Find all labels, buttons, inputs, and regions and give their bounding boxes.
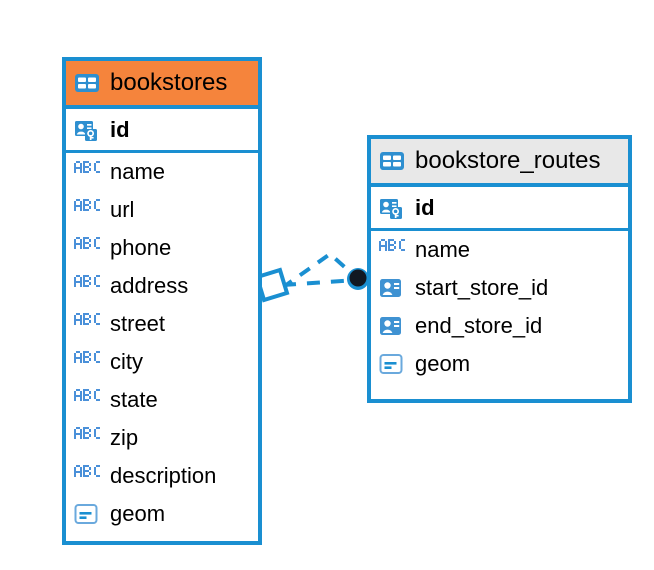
field-row-start-store-id[interactable]: start_store_id (371, 269, 628, 307)
text-abc-icon (379, 239, 405, 261)
field-row-zip[interactable]: zip (66, 419, 258, 457)
field-row-phone[interactable]: phone (66, 229, 258, 267)
table-icon (379, 150, 405, 172)
text-abc-icon (74, 237, 100, 259)
field-label: id (110, 116, 130, 142)
filled-circle-marker (349, 269, 367, 287)
entity-title: bookstore_routes (415, 147, 601, 174)
field-row-id[interactable]: id (66, 109, 258, 153)
field-label: url (110, 197, 135, 222)
field-label: street (110, 311, 166, 336)
field-row-geom[interactable]: geom (371, 345, 628, 383)
field-label: name (415, 237, 471, 262)
primary-key-icon (379, 197, 405, 219)
table-icon (74, 72, 100, 94)
field-label: description (110, 463, 217, 488)
geometry-icon (74, 503, 100, 525)
foreign-key-icon (379, 315, 405, 337)
field-label: name (110, 159, 166, 184)
field-label: geom (415, 351, 471, 376)
field-label: state (110, 387, 158, 412)
field-row-state[interactable]: state (66, 381, 258, 419)
field-label: end_store_id (415, 313, 543, 338)
text-abc-icon (74, 275, 100, 297)
geometry-icon (379, 353, 405, 375)
field-row-end-store-id[interactable]: end_store_id (371, 307, 628, 345)
field-row-id[interactable]: id (371, 187, 628, 231)
field-row-address[interactable]: address (66, 267, 258, 305)
entity-title: bookstores (110, 69, 228, 96)
field-label: city (110, 349, 143, 374)
primary-key-icon (74, 119, 100, 141)
relationship-line-lower (282, 278, 357, 287)
text-abc-icon (74, 161, 100, 183)
field-label: phone (110, 235, 172, 260)
text-abc-icon (74, 351, 100, 373)
entity-header[interactable]: bookstores (66, 61, 258, 109)
entity-table-bookstore-routes[interactable]: bookstore_routes id (367, 135, 632, 403)
entity-header[interactable]: bookstore_routes (371, 139, 628, 187)
text-abc-icon (74, 465, 100, 487)
entity-table-bookstores[interactable]: bookstores id (62, 57, 262, 545)
relationship-line-upper (280, 251, 360, 290)
field-row-description[interactable]: description (66, 457, 258, 495)
field-row-city[interactable]: city (66, 343, 258, 381)
text-abc-icon (74, 389, 100, 411)
field-row-name[interactable]: name (371, 231, 628, 269)
field-row-street[interactable]: street (66, 305, 258, 343)
field-row-geom[interactable]: geom (66, 495, 258, 533)
field-row-url[interactable]: url (66, 191, 258, 229)
field-row-name[interactable]: name (66, 153, 258, 191)
field-label: start_store_id (415, 275, 549, 300)
text-abc-icon (74, 313, 100, 335)
filled-circle-marker-ring (347, 268, 369, 290)
text-abc-icon (74, 427, 100, 449)
field-label: address (110, 273, 189, 298)
field-label: geom (110, 501, 166, 526)
field-label: zip (110, 425, 139, 450)
field-label: id (415, 194, 435, 220)
foreign-key-icon (379, 277, 405, 299)
text-abc-icon (74, 199, 100, 221)
